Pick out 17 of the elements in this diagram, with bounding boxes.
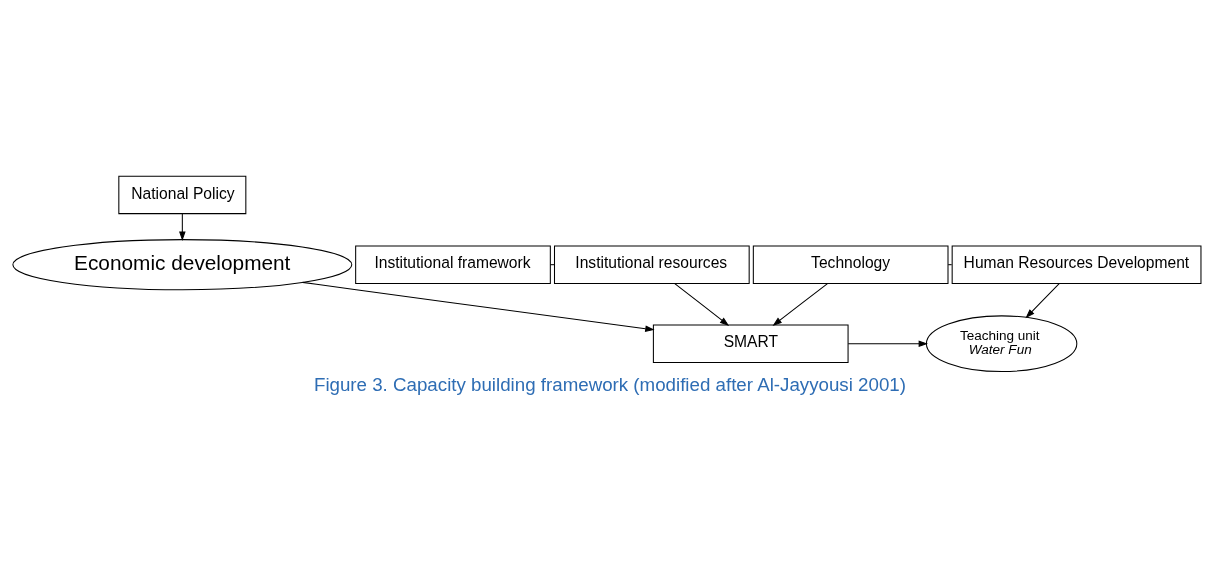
node-box: Human Resources Development [951,245,1202,284]
connector [549,264,555,266]
caption: Figure 3. Capacity building framework (modified after Al-Jayyousi 2001) [313,373,906,395]
node-box: Technology [752,245,949,284]
node-ellipse: Economic development [12,239,353,291]
node-ellipse: Teaching unit Water Fun [925,315,1078,373]
node-box: SMART [652,324,849,363]
arrow [674,283,730,326]
arrow [772,283,828,326]
arrow [302,281,655,332]
arrow [1025,283,1060,319]
node-box: Institutional resources [554,245,750,284]
node-box: Institutional framework [355,245,551,284]
node-box: National Policy [118,175,247,215]
arrow [179,213,186,241]
connector [947,264,953,266]
arrow [847,340,928,347]
